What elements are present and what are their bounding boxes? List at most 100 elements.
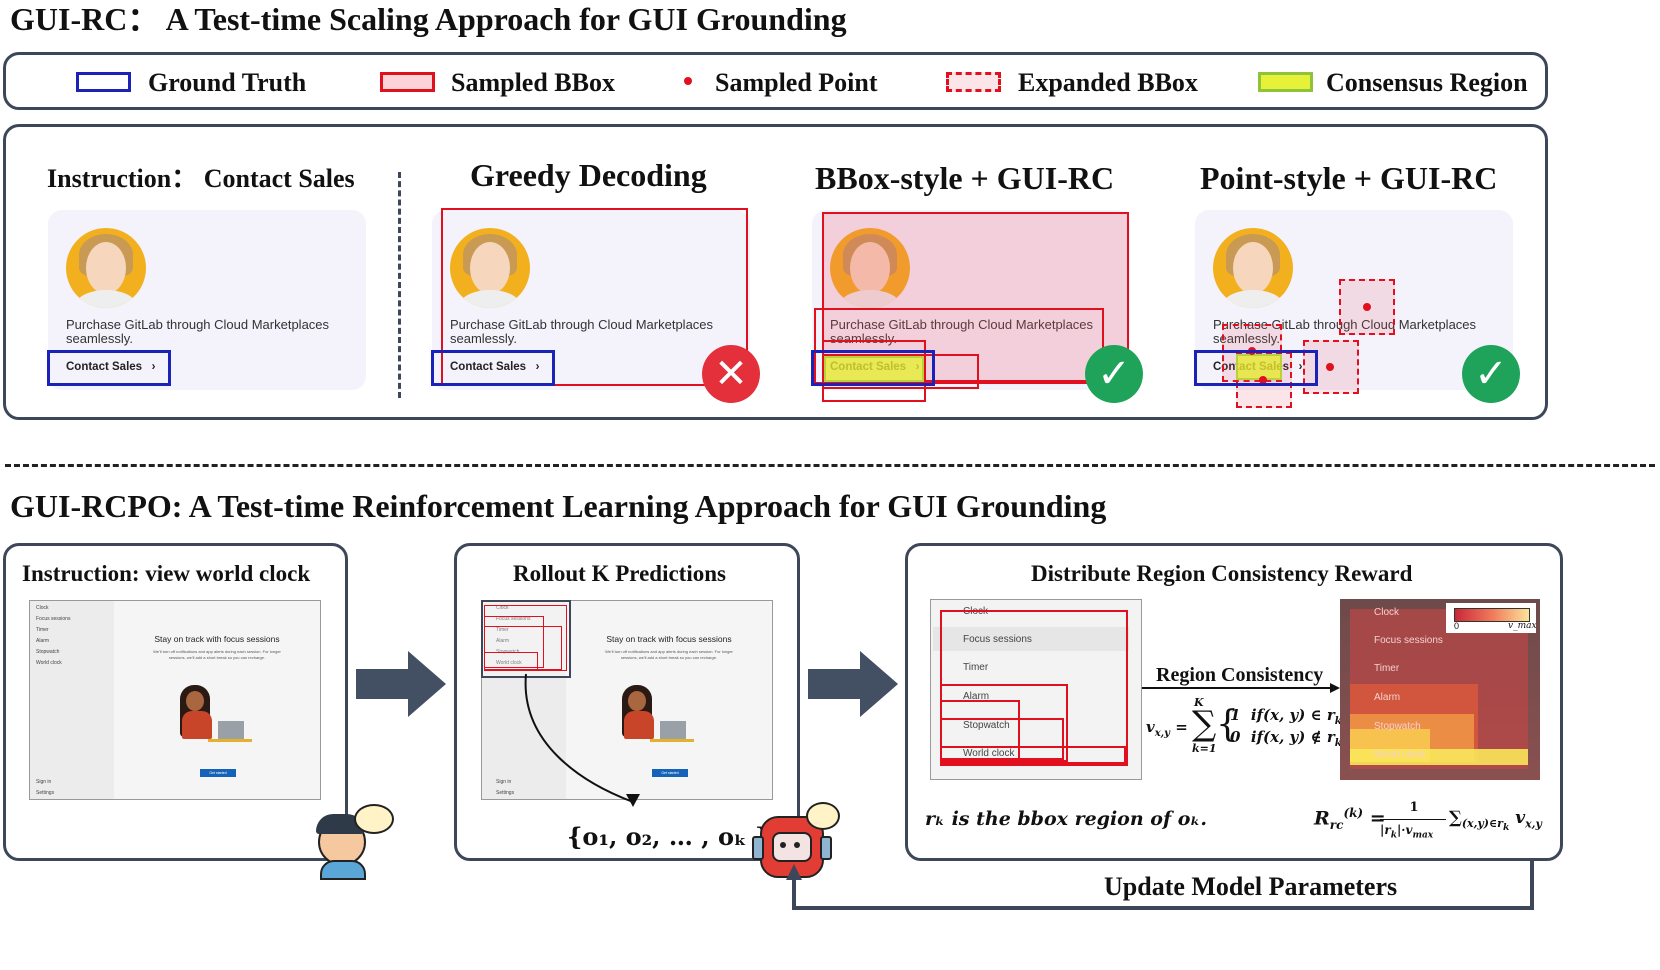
ground-truth-box [431,350,555,386]
sidebar-item-clock[interactable]: Clock [36,605,49,611]
sidebar-settings[interactable]: Settings [36,790,55,796]
get-started-button[interactable]: Get started [652,769,688,777]
rollout-panel-title: Rollout K Predictions [513,561,726,586]
sampled-bbox-swatch [380,72,435,92]
update-model-label: Update Model Parameters [1104,872,1398,901]
legend-expanded-bbox: Expanded BBox [1018,68,1198,97]
sidebar-item-clock: Clock [1374,607,1400,618]
avatar [66,228,146,308]
sidebar-item-focus[interactable]: Focus sessions [36,616,71,622]
ground-truth-box [47,350,171,386]
legend-consensus-region: Consensus Region [1326,68,1528,97]
examples-panel [3,124,1548,420]
contact-sales-button[interactable]: Contact Sales › [450,361,540,373]
consensus-region-swatch [1258,72,1313,92]
ground-truth-swatch [76,72,131,92]
sidebar-item-stopwatch[interactable]: Stopwatch [963,720,1010,731]
arrow-line [1142,683,1340,693]
card-text: Purchase GitLab through Cloud Marketplac… [450,317,714,346]
sampled-bbox [484,652,538,670]
sidebar-item-timer: Timer [1374,663,1400,674]
sampled-bbox-fill [822,212,1129,382]
bbox-style-title: BBox-style + GUI-RC [815,160,1115,196]
expanded-bbox-swatch [946,72,1001,92]
user-icon [312,804,394,880]
heatmap: Clock Focus sessions Timer Alarm Stopwat… [1340,599,1540,780]
sidebar-item-timer[interactable]: Timer [36,627,49,633]
update-arrow [786,860,1534,910]
sampled-bbox [441,208,748,386]
app-subtext: We'll turn off notifications and app ale… [605,649,733,660]
illustration [622,681,694,749]
reward-panel-title: Distribute Region Consistency Reward [1031,561,1413,586]
legend-ground-truth: Ground Truth [148,68,307,97]
divider-line [398,172,401,398]
sidebar-item-focus[interactable]: Focus sessions [963,634,1032,645]
app-screenshot: Clock Focus sessions Timer Alarm Stopwat… [481,600,773,800]
card-text: Purchase GitLab through Cloud Marketplac… [66,317,330,346]
sidebar-item-world-clock[interactable]: World clock [496,660,522,666]
robot-icon [752,802,840,878]
sidebar-item-world-clock[interactable]: World clock [963,748,1015,759]
legend-panel [3,52,1548,110]
sum-symbol: ∑ [1192,704,1217,744]
sidebar-item-world-clock[interactable]: World clock [36,660,62,666]
zoom-box [481,600,571,678]
sidebar-item-timer[interactable]: Timer [963,662,989,673]
avatar [450,228,530,308]
card-instruction: Purchase GitLab through Cloud Marketplac… [48,210,366,390]
arrow-right-icon [356,651,446,717]
sidebar-item-clock[interactable]: Clock [496,605,509,611]
arrow-right-icon [808,651,898,717]
app-screenshot: Clock Focus sessions Timer Alarm Stopwat… [29,600,321,800]
instruction-label: Instruction： Contact Sales [47,164,355,193]
legend-sampled-bbox: Sampled BBox [451,68,615,97]
sampled-bbox [822,212,1129,382]
instruction-panel [3,543,348,861]
avatar [1213,228,1293,308]
ground-truth-box [811,350,935,386]
gui-rcpo-title: GUI-RCPO: A Test-time Reinforcement Lear… [10,488,1107,524]
sampled-bbox [940,700,1020,762]
card-text: Purchase GitLab through Cloud Marketplac… [830,317,1094,346]
cross-icon: ✕ [702,345,760,403]
sampled-bbox [822,354,979,389]
sidebar-item-focus: Focus sessions [1374,635,1443,646]
get-started-button[interactable]: Get started [200,769,236,777]
sidebar-item-timer[interactable]: Timer [496,627,509,633]
greedy-decoding-title: Greedy Decoding [470,157,707,193]
check-icon: ✓ [1462,345,1520,403]
heatmap-colorbar: 0 v_max [1446,603,1537,633]
check-icon: ✓ [1085,345,1143,403]
sidebar-signin[interactable]: Sign in [496,779,512,785]
sampled-point [1259,376,1267,384]
formula-vxy: vx,y = [1146,718,1188,739]
point-style-title: Point-style + GUI-RC [1200,160,1498,196]
sidebar-item-alarm[interactable]: Alarm [496,638,510,644]
instruction-panel-title: Instruction: view world clock [22,561,311,586]
sidebar-signin[interactable]: Sign in [36,779,52,785]
formula-reward: Rrc(k) = [1314,806,1386,833]
sampled-point-swatch [684,77,692,85]
predictions-set: {o₁, o₂, … , oₖ } [567,822,771,851]
app-subtext: We'll turn off notifications and app ale… [153,649,281,660]
sidebar-settings[interactable]: Settings [496,790,515,796]
contact-sales-button[interactable]: Contact Sales › [66,361,156,373]
legend-sampled-point: Sampled Point [715,68,878,97]
sidebar-item-stopwatch[interactable]: Stopwatch [36,649,60,655]
rollout-panel [454,543,800,861]
sidebar-item-alarm[interactable]: Alarm [963,691,990,702]
illustration [180,681,252,749]
app-heading: Stay on track with focus sessions [154,634,280,644]
zoomed-sidebar: Clock Focus sessions Timer Alarm Stopwat… [930,599,1142,780]
sidebar-item-stopwatch: Stopwatch [1374,721,1421,732]
sidebar-item-world-clock: World clock [1374,749,1426,760]
gui-rc-title: GUI-RC： A Test-time Scaling Approach for… [10,1,847,37]
sidebar-item-alarm[interactable]: Alarm [36,638,50,644]
app-heading: Stay on track with focus sessions [606,634,732,644]
region-consistency-label: Region Consistency [1156,664,1324,686]
consensus-region [824,356,924,382]
sidebar-item-alarm: Alarm [1374,692,1401,703]
sidebar-item-focus[interactable]: Focus sessions [496,616,531,622]
curved-arrow [524,673,640,807]
